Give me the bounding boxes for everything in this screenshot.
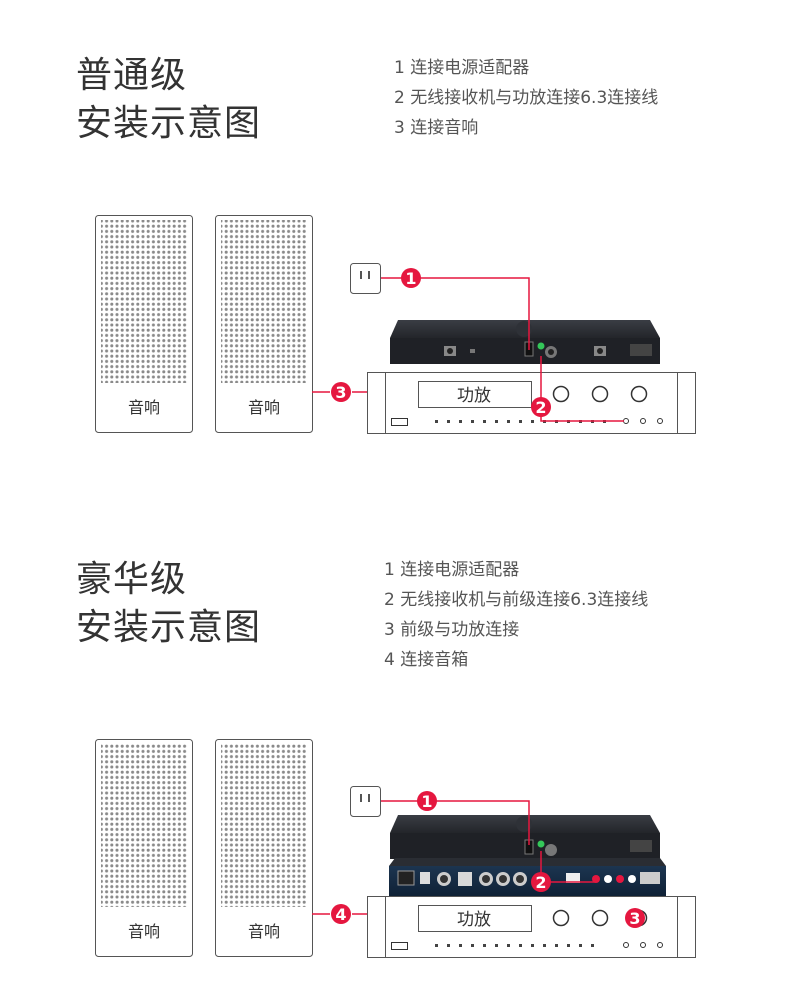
svg-text:4: 4 xyxy=(335,905,346,924)
deluxe-step-1: 1 连接电源适配器 xyxy=(384,560,520,580)
basic-amplifier: 功放 xyxy=(367,372,696,434)
svg-text:1: 1 xyxy=(421,792,432,811)
basic-speaker-right-label: 音响 xyxy=(248,398,280,417)
deluxe-preamp xyxy=(389,858,666,896)
deluxe-title: 豪华级 安装示意图 xyxy=(76,556,261,652)
deluxe-amplifier: 功放 xyxy=(367,896,696,958)
deluxe-speaker-right-label: 音响 xyxy=(248,922,280,941)
basic-speaker-left-label: 音响 xyxy=(128,398,160,417)
basic-title: 普通级 安装示意图 xyxy=(76,52,261,148)
svg-text:1: 1 xyxy=(405,269,416,288)
deluxe-step-3: 3 前级与功放连接 xyxy=(384,620,520,640)
basic-connection-lines xyxy=(312,277,624,422)
deluxe-marker-4: 4 xyxy=(331,904,351,924)
deluxe-speaker-right: 音响 xyxy=(215,739,313,957)
basic-speaker-right: 音响 xyxy=(215,215,313,433)
basic-title-line1: 普通级 xyxy=(76,55,188,96)
basic-marker-1: 1 xyxy=(401,268,421,288)
deluxe-speaker-left: 音响 xyxy=(95,739,193,957)
basic-marker-2: 2 xyxy=(531,397,551,417)
basic-amp-label: 功放 xyxy=(457,386,491,406)
svg-text:3: 3 xyxy=(629,909,640,928)
deluxe-title-line1: 豪华级 xyxy=(76,559,188,600)
deluxe-wireless-receiver xyxy=(390,815,660,859)
basic-speaker-left: 音响 xyxy=(95,215,193,433)
deluxe-speaker-left-label: 音响 xyxy=(128,922,160,941)
deluxe-marker-1: 1 xyxy=(417,791,437,811)
deluxe-steps: 1 连接电源适配器 2 无线接收机与前级连接6.3连接线 3 前级与功放连接 4… xyxy=(384,555,648,675)
basic-power-socket-icon xyxy=(350,263,381,294)
svg-text:3: 3 xyxy=(335,383,346,402)
deluxe-marker-3: 3 xyxy=(625,908,645,928)
basic-marker-3: 3 xyxy=(331,382,351,402)
deluxe-marker-2: 2 xyxy=(531,872,551,892)
basic-step-3: 3 连接音响 xyxy=(394,118,479,138)
svg-text:2: 2 xyxy=(535,873,546,892)
deluxe-amp-label: 功放 xyxy=(457,910,491,930)
basic-steps: 1 连接电源适配器 2 无线接收机与功放连接6.3连接线 3 连接音响 xyxy=(394,53,658,143)
deluxe-step-2: 2 无线接收机与前级连接6.3连接线 xyxy=(384,590,649,610)
basic-wireless-receiver xyxy=(390,320,660,364)
deluxe-power-socket-icon xyxy=(350,786,381,817)
basic-step-2: 2 无线接收机与功放连接6.3连接线 xyxy=(394,88,659,108)
basic-title-line2: 安装示意图 xyxy=(76,103,262,144)
deluxe-step-4: 4 连接音箱 xyxy=(384,650,469,670)
basic-step-1: 1 连接电源适配器 xyxy=(394,58,530,78)
svg-text:2: 2 xyxy=(535,398,546,417)
deluxe-title-line2: 安装示意图 xyxy=(76,607,262,648)
